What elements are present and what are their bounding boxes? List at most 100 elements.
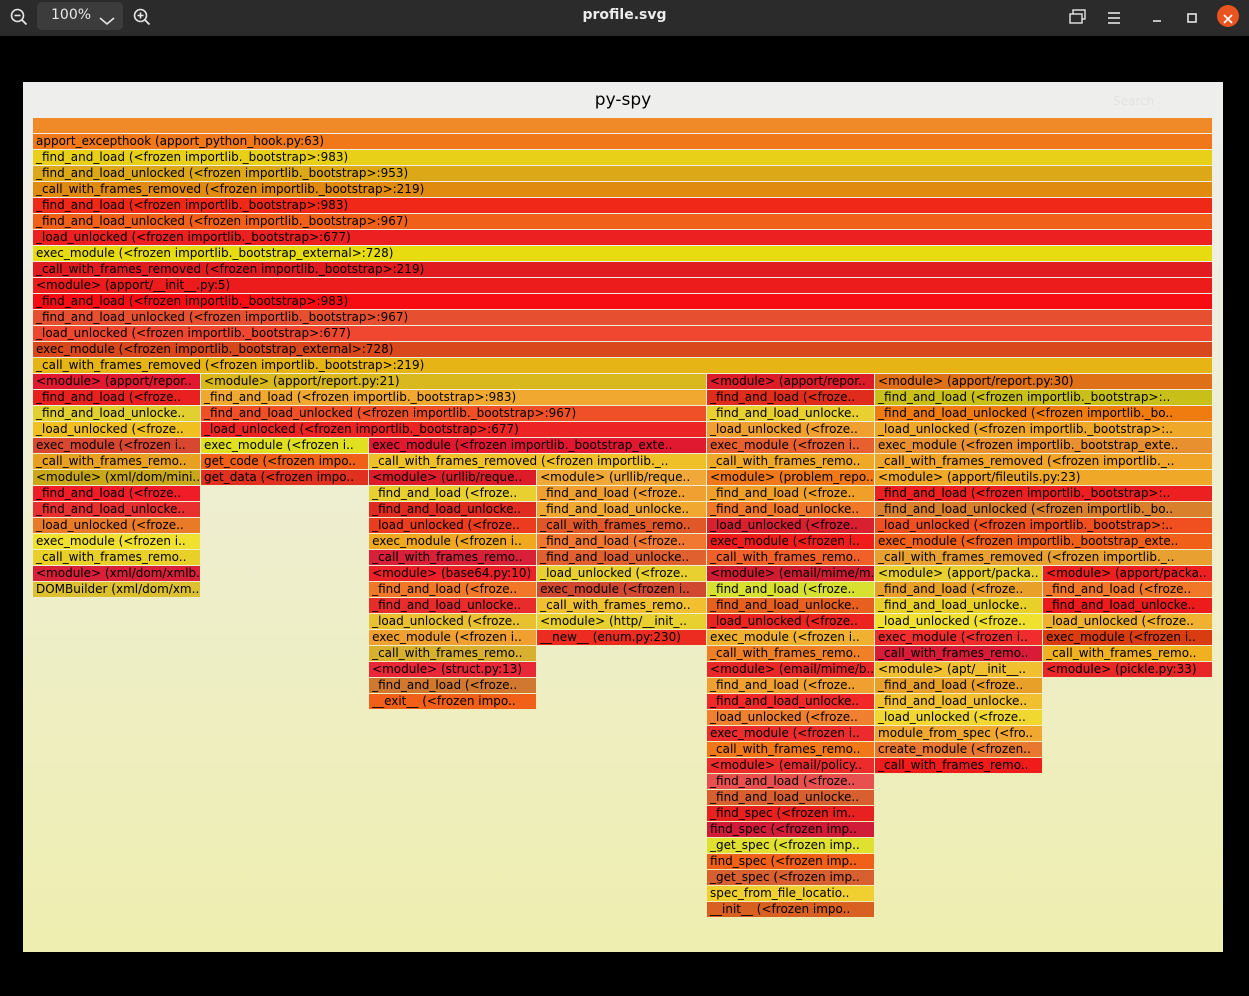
flame-frame[interactable]: _call_with_frames_remo..: [33, 550, 201, 565]
flame-frame[interactable]: _call_with_frames_remo..: [1043, 646, 1212, 661]
flame-frame[interactable]: <module> (apport/__init__.py:5): [33, 278, 1212, 293]
flame-frame[interactable]: _call_with_frames_remo..: [875, 646, 1043, 661]
flame-frame[interactable]: exec_module (<frozen importlib._bootstra…: [33, 342, 1212, 357]
flame-frame[interactable]: exec_module (<frozen i..: [33, 438, 201, 453]
flame-frame[interactable]: find_spec (<frozen imp..: [707, 854, 875, 869]
flame-frame[interactable]: _find_spec (<frozen im..: [707, 806, 875, 821]
flame-frame[interactable]: create_module (<frozen..: [875, 742, 1043, 757]
zoom-in-icon[interactable]: [133, 8, 151, 30]
flame-frame[interactable]: _call_with_frames_removed (<frozen impor…: [875, 550, 1212, 565]
flame-frame[interactable]: _find_and_load (<froze..: [875, 582, 1043, 597]
flame-frame[interactable]: _call_with_frames_remo..: [537, 518, 706, 533]
flame-frame[interactable]: _find_and_load_unlocke..: [707, 694, 875, 709]
flame-frame[interactable]: _find_and_load (<frozen importlib._boots…: [33, 198, 1212, 213]
flame-frame[interactable]: _load_unlocked (<froze..: [875, 614, 1043, 629]
flame-frame[interactable]: _find_and_load_unlocke..: [707, 790, 875, 805]
flame-frame[interactable]: __init__ (<frozen impo..: [707, 902, 875, 917]
flame-frame[interactable]: exec_module (<frozen importlib._bootstra…: [369, 438, 706, 453]
flame-frame[interactable]: _find_and_load (<frozen importlib._boots…: [875, 486, 1212, 501]
flame-frame[interactable]: <module> (apport/repor..: [33, 374, 201, 389]
flame-frame[interactable]: _find_and_load_unlocked (<frozen importl…: [33, 310, 1212, 325]
flame-frame[interactable]: <module> (email/policy..: [707, 758, 875, 773]
flame-frame[interactable]: _find_and_load_unlocke..: [33, 502, 201, 517]
flame-frame[interactable]: <module> (http/__init_..: [537, 614, 706, 629]
flame-frame[interactable]: _find_and_load (<froze..: [33, 390, 201, 405]
flame-frame[interactable]: _find_and_load_unlocke..: [707, 406, 875, 421]
flame-frame[interactable]: _find_and_load_unlocke..: [707, 598, 875, 613]
flame-frame[interactable]: _find_and_load (<froze..: [369, 486, 537, 501]
flame-frame[interactable]: __exit__ (<frozen impo..: [369, 694, 537, 709]
flame-frame[interactable]: _get_spec (<frozen imp..: [707, 870, 875, 885]
flame-frame[interactable]: _call_with_frames_remo..: [707, 646, 875, 661]
flame-frame[interactable]: exec_module (<frozen i..: [369, 534, 537, 549]
flame-frame[interactable]: _load_unlocked (<froze..: [875, 710, 1043, 725]
flame-frame[interactable]: <module> (struct.py:13): [369, 662, 537, 677]
flame-frame[interactable]: module_from_spec (<fro..: [875, 726, 1043, 741]
flame-frame[interactable]: <module> (urllib/reque..: [369, 470, 537, 485]
flame-frame[interactable]: _find_and_load_unlocked (<frozen importl…: [201, 406, 706, 421]
flame-frame[interactable]: _find_and_load (<froze..: [537, 486, 706, 501]
flame-frame[interactable]: _load_unlocked (<frozen importlib._boots…: [875, 422, 1212, 437]
flame-frame[interactable]: _call_with_frames_removed (<frozen impor…: [33, 182, 1212, 197]
flame-frame[interactable]: _find_and_load_unlocke..: [537, 502, 706, 517]
flame-frame[interactable]: _find_and_load (<frozen importlib._boots…: [33, 150, 1212, 165]
flame-frame[interactable]: <module> (apport/report.py:30): [875, 374, 1212, 389]
flame-frame[interactable]: [33, 118, 1212, 133]
flame-frame[interactable]: _find_and_load_unlocke..: [707, 502, 875, 517]
flame-frame[interactable]: _call_with_frames_remo..: [369, 550, 537, 565]
flame-frame[interactable]: _call_with_frames_removed (<frozen impor…: [369, 454, 706, 469]
flame-frame[interactable]: exec_module (<frozen i..: [707, 726, 875, 741]
flame-frame[interactable]: _find_and_load_unlocked (<frozen importl…: [875, 502, 1212, 517]
flame-frame[interactable]: get_code (<frozen impo..: [201, 454, 369, 469]
flame-frame[interactable]: _find_and_load (<froze..: [707, 486, 875, 501]
flame-frame[interactable]: _call_with_frames_remo..: [707, 742, 875, 757]
maximize-icon[interactable]: [1185, 10, 1199, 29]
flame-frame[interactable]: exec_module (<frozen i..: [1043, 630, 1212, 645]
flame-frame[interactable]: get_data (<frozen impo..: [201, 470, 369, 485]
flame-frame[interactable]: _find_and_load (<froze..: [707, 390, 875, 405]
flame-frame[interactable]: apport_excepthook (apport_python_hook.py…: [33, 134, 1212, 149]
flame-frame[interactable]: _call_with_frames_remo..: [369, 646, 537, 661]
flame-frame[interactable]: _call_with_frames_removed (<frozen impor…: [33, 358, 1212, 373]
flame-frame[interactable]: _call_with_frames_remo..: [537, 598, 706, 613]
flame-frame[interactable]: _call_with_frames_remo..: [707, 454, 875, 469]
flame-frame[interactable]: _find_and_load_unlocke..: [537, 550, 706, 565]
flame-frame[interactable]: _find_and_load_unlocke..: [875, 694, 1043, 709]
flame-frame[interactable]: _find_and_load (<froze..: [875, 678, 1043, 693]
flame-frame[interactable]: <module> (apport/report.py:21): [201, 374, 706, 389]
flame-frame[interactable]: <module> (urllib/reque..: [537, 470, 706, 485]
flame-frame[interactable]: _find_and_load (<frozen importlib._boots…: [33, 294, 1212, 309]
flame-frame[interactable]: _call_with_frames_removed (<frozen impor…: [875, 454, 1212, 469]
flame-frame[interactable]: exec_module (<frozen i..: [707, 534, 875, 549]
flame-frame[interactable]: _find_and_load_unlocked (<frozen importl…: [875, 406, 1212, 421]
flame-frame[interactable]: <module> (apport/packa..: [875, 566, 1043, 581]
flame-frame[interactable]: <module> (xml/dom/mini..: [33, 470, 201, 485]
flame-frame[interactable]: _load_unlocked (<froze..: [537, 566, 706, 581]
flame-frame[interactable]: _find_and_load_unlocke..: [369, 502, 537, 517]
flame-frame[interactable]: _find_and_load (<froze..: [369, 678, 537, 693]
flame-frame[interactable]: _find_and_load_unlocked (<frozen importl…: [33, 214, 1212, 229]
flame-frame[interactable]: _find_and_load_unlocke..: [1043, 598, 1212, 613]
flame-frame[interactable]: exec_module (<frozen i..: [707, 630, 875, 645]
flame-frame[interactable]: <module> (apport/packa..: [1043, 566, 1212, 581]
flame-frame[interactable]: _find_and_load (<froze..: [1043, 582, 1212, 597]
flame-frame[interactable]: _load_unlocked (<froze..: [369, 518, 537, 533]
flame-frame[interactable]: _find_and_load (<froze..: [707, 678, 875, 693]
flame-frame[interactable]: spec_from_file_locatio..: [707, 886, 875, 901]
flame-frame[interactable]: <module> (email/mime/b..: [707, 662, 875, 677]
flame-frame[interactable]: _load_unlocked (<frozen importlib._boots…: [875, 518, 1212, 533]
flame-frame[interactable]: _find_and_load_unlocked (<frozen importl…: [33, 166, 1212, 181]
flame-frame[interactable]: _call_with_frames_remo..: [707, 550, 875, 565]
flame-frame[interactable]: _load_unlocked (<froze..: [369, 614, 537, 629]
flame-frame[interactable]: _find_and_load_unlocke..: [369, 598, 537, 613]
flame-frame[interactable]: <module> (problem_repo..: [707, 470, 875, 485]
flame-frame[interactable]: exec_module (<frozen importlib._bootstra…: [33, 246, 1212, 261]
flame-frame[interactable]: <module> (email/mime/m..: [707, 566, 875, 581]
flame-frame[interactable]: _call_with_frames_removed (<frozen impor…: [33, 262, 1212, 277]
flame-frame[interactable]: _load_unlocked (<frozen importlib._boots…: [33, 230, 1212, 245]
flame-frame[interactable]: _load_unlocked (<froze..: [707, 518, 875, 533]
flame-frame[interactable]: _call_with_frames_remo..: [875, 758, 1043, 773]
flame-frame[interactable]: _load_unlocked (<frozen importlib._boots…: [201, 422, 706, 437]
flame-frame[interactable]: __new__ (enum.py:230): [537, 630, 706, 645]
flame-frame[interactable]: _load_unlocked (<froze..: [1043, 614, 1212, 629]
